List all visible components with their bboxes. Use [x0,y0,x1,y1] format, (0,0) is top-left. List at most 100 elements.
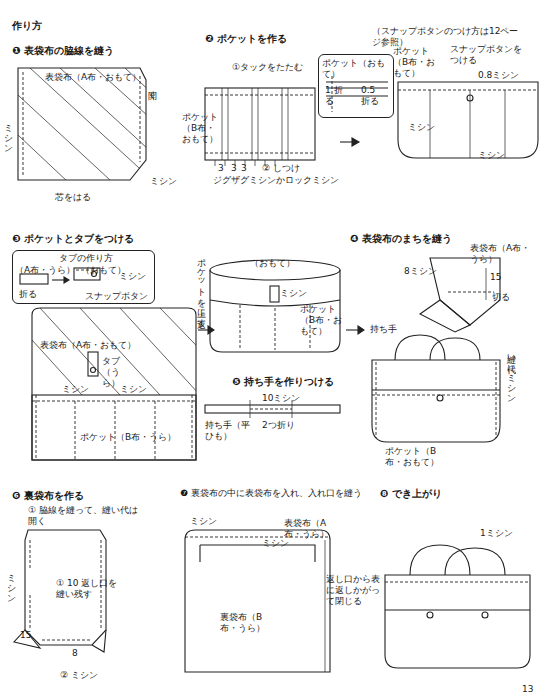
inset-text: タブの作り方 [59,253,113,264]
line-art [18,68,146,180]
bag-with-handles [372,335,500,442]
line-art [270,286,279,302]
line-art [427,612,433,618]
line-art [222,88,288,160]
dimension: 8 [72,648,78,659]
part-label: ミシン [120,384,147,395]
line-art [445,548,505,575]
line-art [140,76,141,162]
line-art [198,329,208,330]
part-label: 開く [147,84,158,94]
line-art [185,530,330,672]
part-label: ジグザグミシンかロックミシン [213,175,339,186]
outer-bag-with-pocket [32,308,220,460]
part-label: 縫い代にミシン [506,348,517,398]
dimension: 15 [490,272,501,283]
line-art [52,279,64,280]
part-label: ① 10 返し口を縫い残す [56,578,120,600]
line-art [486,268,487,300]
part-label: 表袋布（A布・おもて） [45,72,141,83]
part-label: ミシン [6,568,17,598]
step-heading: ❽ でき上がり [380,488,442,500]
line-art [32,308,196,460]
line-art [92,630,106,652]
dimension: 3 [231,163,237,174]
line-art [448,292,494,293]
step-arrow [340,138,359,146]
line-art [32,395,196,460]
dimension: 15 [20,630,31,641]
part-label: 持ち手（平ひも） [205,420,253,442]
line-art [430,258,500,325]
part-label: ミシン [150,176,177,187]
line-art [385,582,530,583]
step-arrow [198,326,214,334]
line-art [240,305,310,350]
part-label: ①タックをたたむ [232,62,303,73]
line-art [372,362,500,438]
part-label: ミシン [190,516,217,527]
part-label: ポケットを上に返す [196,252,207,322]
part-label: ミシン [408,122,435,133]
part-label: ❼ 裏袋布の中に表袋布を入れ、入れ口を縫う [180,488,370,499]
line-art [32,308,196,395]
inset-text: 1 折る [325,85,347,107]
page-title: 作り方 [12,20,42,32]
line-art [32,395,196,460]
line-art [385,575,530,668]
line-art [482,612,488,618]
part-label: ミシン [62,384,89,395]
line-art [18,68,170,182]
part-label: 8ミシン [404,266,437,277]
part-label: ポケット（B布・うら） [80,432,176,443]
line-art [372,389,500,390]
line-art [372,360,500,442]
inset-text: スナップボタン [85,291,148,302]
step-heading: ❻ 裏袋布を作る [12,490,84,502]
part-label: ミシン [3,118,14,148]
line-art [205,153,315,154]
part-label: タブ（うら） [102,356,132,388]
pocket-pleats [205,88,315,166]
part-label: スナップボタンをつける [450,44,526,66]
step-heading: ❸ ポケットとタブをつける [12,233,134,245]
line-art [18,95,110,180]
line-art [398,90,538,91]
arrow-right [296,118,300,130]
step-heading: ❷ ポケットを作る [205,33,287,45]
part-label: ミシン [262,538,289,549]
step-arrow [346,326,364,334]
part-label: 表袋布（A布・うら） [284,518,336,540]
part-label: 表袋布（A布・うら） [470,243,532,265]
part-label: ポケット（B布・おもて） [300,304,350,336]
line-art [430,338,480,360]
line-art [430,90,505,158]
part-label: 裏袋布（B布・うら） [220,612,276,634]
step-heading: ❺ 持ち手を作りつける [232,376,334,388]
line-art [385,609,530,610]
part-label: ポケット（B布・おもて） [385,446,445,468]
line-art [23,72,24,176]
inset-text: ポケット（おもて） [322,58,392,80]
part-label: 2つ折り [262,420,295,431]
part-label: ② ミシン [60,670,98,681]
inset-text: （A布・うら） [15,265,75,276]
line-art [205,88,315,160]
line-art [88,352,98,376]
part-label: ミシン [478,150,505,161]
pocket-finished [398,82,538,158]
outer-bag-piece [18,68,170,182]
part-label: ミシン [280,288,307,299]
inset-text: ミシン [119,271,146,282]
inset-box: ポケット（おもて）1 折る0.5 折る [318,54,394,118]
step-heading: ❶ 表袋布の脇線を縫う [12,45,114,57]
line-art [200,545,315,562]
inset-box: タブの作り方（A布・うら）（おもて）折るミシンスナップボタン [12,250,155,304]
part-label: 芯をはる [55,192,91,203]
line-art [208,326,214,334]
inset-text: 折る [19,289,37,300]
line-art [205,405,340,413]
line-art [346,329,358,330]
part-label: 0.8ミシン [478,70,519,81]
